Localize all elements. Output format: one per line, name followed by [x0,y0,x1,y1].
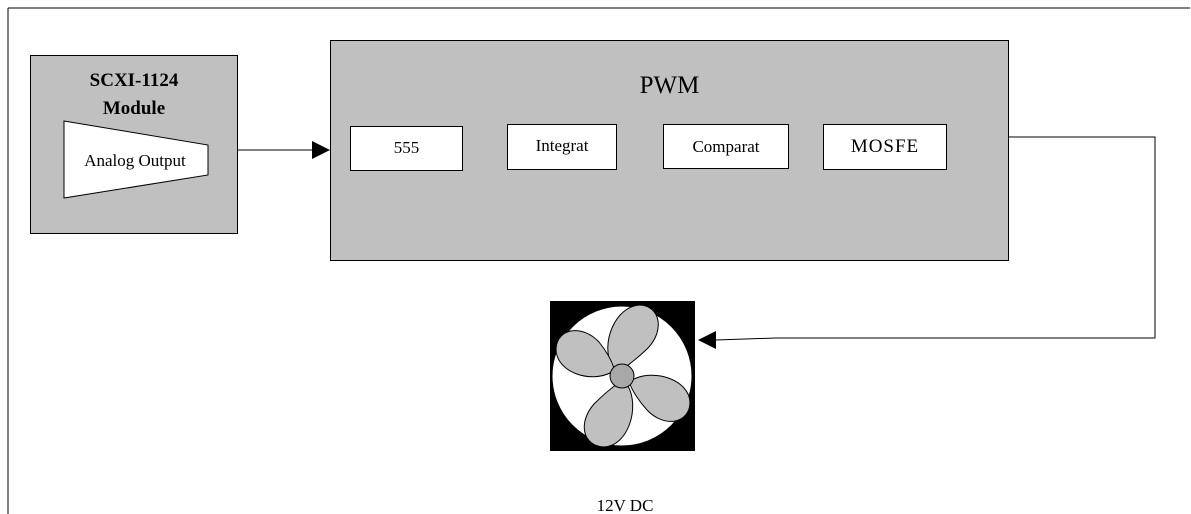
block-comparat-label: Comparat [692,137,760,156]
scxi-module-title-line1: SCXI-1124 [89,70,179,91]
block-555: 555 [350,126,463,171]
block-555-label: 555 [393,138,420,157]
fan-blade-top [607,304,659,371]
fan-blade-left [555,330,615,378]
connector-pwm-to-fan [776,136,1156,339]
block-comparat: Comparat [663,124,789,169]
scxi-module-title-line2: Module [102,98,166,119]
block-mosfe-label: MOSFE [850,136,920,157]
analog-output-trapezoid [63,120,209,199]
fan-hub [609,363,635,389]
fan-blade-right [629,374,691,422]
fan-label-clip: 12V DC [560,494,690,514]
scxi-module-title-line2-clip: Module [30,96,238,119]
block-integrat-label: Integrat [535,136,589,155]
arrowhead-module-to-pwm [312,141,330,159]
arrowhead-pwm-to-fan [698,331,716,349]
fan-blade-bottom [583,381,634,448]
block-mosfe: MOSFE [823,124,947,170]
block-integrat: Integrat [507,124,617,170]
fan-label: 12V DC [596,496,654,514]
pwm-title: PWM [639,72,700,99]
analog-output-label-clip: Analog Output [60,149,210,171]
analog-output-label: Analog Output [84,151,186,170]
